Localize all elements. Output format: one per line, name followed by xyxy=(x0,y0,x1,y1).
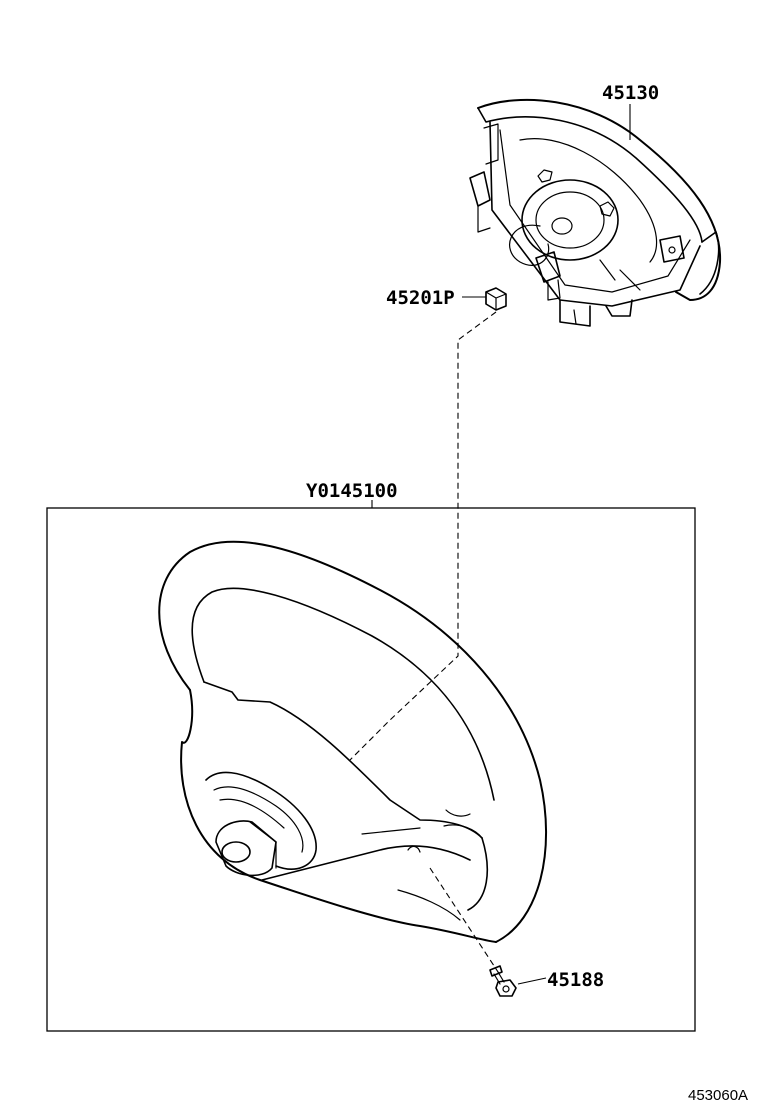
airbag-pad-illustration[interactable] xyxy=(469,98,722,327)
part-number-y0145100[interactable]: Y0145100 xyxy=(306,480,398,502)
part-number-45188[interactable]: 45188 xyxy=(547,969,604,991)
figure-code: 453060A xyxy=(688,1087,748,1104)
leader-line-45188 xyxy=(517,977,547,985)
alignment-line xyxy=(349,311,497,761)
screw-alignment-line xyxy=(429,867,501,976)
steering-wheel-illustration[interactable] xyxy=(158,540,547,943)
nut-icon[interactable] xyxy=(485,287,507,311)
screw-icon[interactable] xyxy=(489,965,517,997)
part-number-45201p[interactable]: 45201P xyxy=(386,287,455,309)
part-number-45130[interactable]: 45130 xyxy=(602,82,659,104)
assembly-frame xyxy=(46,507,696,1032)
